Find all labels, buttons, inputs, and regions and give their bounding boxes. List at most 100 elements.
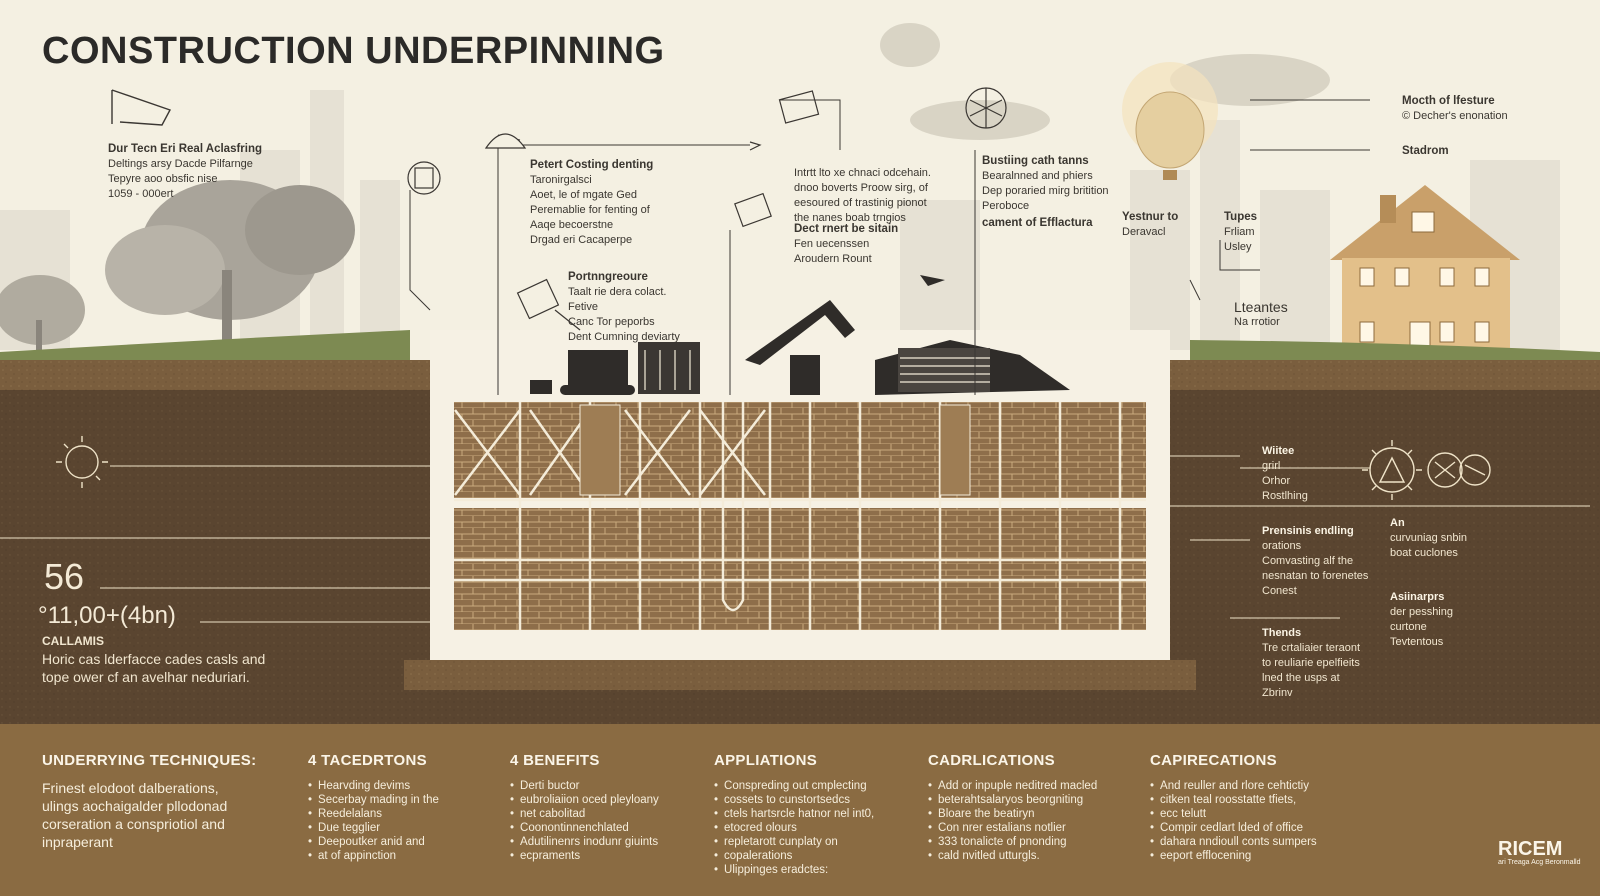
- note-line: grirl: [1262, 460, 1281, 472]
- note-line: Zbrinv: [1262, 687, 1293, 699]
- stat-label: CALLAMIS: [42, 634, 104, 648]
- note-line: Deravacl: [1122, 226, 1166, 238]
- column-heading: 4 TACEDRTONS: [308, 752, 427, 769]
- note-heading: An: [1390, 517, 1405, 529]
- note-heading: Tupes: [1224, 211, 1258, 223]
- side-note-a: Wiitee grirl Orhor Rostlhing: [1262, 444, 1352, 504]
- note-line: Comvasting alf the: [1262, 555, 1354, 567]
- balloon-illustration: [1122, 62, 1218, 180]
- column-list: Add or inpuple neditred macled beterahts…: [928, 779, 1118, 863]
- note-heading: Petert Costing denting: [530, 159, 654, 171]
- note-center-mid-2: Dect rnert be sitain Fen uecenssen Aroud…: [794, 222, 964, 267]
- side-note-b: Prensinis endling orations Comvasting al…: [1262, 524, 1412, 599]
- note-line: Frliam: [1224, 226, 1255, 238]
- note-lower-left: Portnngreoure Taalt rie dera colact. Fet…: [568, 270, 738, 345]
- note-line: © Decher's enonation: [1402, 110, 1508, 122]
- list-item: Reedelalans: [308, 807, 498, 821]
- list-item: repletarott cunplaty on: [714, 835, 904, 849]
- list-item: Adutilinenrs inodunr giuints: [510, 835, 700, 849]
- note-heading: Portnngreoure: [568, 271, 648, 283]
- foundation-lower: [454, 508, 1146, 630]
- drill-icon: [516, 278, 581, 331]
- stat-desc-line: tope ower cf an avelhar neduriari.: [42, 669, 250, 685]
- column-list: Hearvding devims Secerbay mading in the …: [308, 779, 498, 863]
- note-line: Tepyre aoo obsfic nise: [108, 173, 218, 185]
- bottom-column-1: 4 TACEDRTONS Hearvding devims Secerbay m…: [308, 752, 498, 863]
- stat-desc-line: Horic cas lderfacce cades casls and: [42, 651, 266, 667]
- note-line: curtone: [1390, 621, 1427, 633]
- note-line: Aroudern Rount: [794, 253, 872, 265]
- note-line: Dent Cumning deviarty: [568, 331, 680, 343]
- clouds: [880, 23, 1330, 140]
- page-title: CONSTRUCTION UNDERPINNING: [42, 30, 665, 72]
- bottom-column-2: 4 BENEFITS Derti buctor eubroliaiion oce…: [510, 752, 700, 863]
- note-line: 1059 - 000ert: [108, 188, 174, 200]
- intro-line: ulings aochaigalder pllodonad: [42, 798, 228, 814]
- stamp-icon: [407, 161, 441, 195]
- globe-icon: [1427, 452, 1491, 488]
- list-item: etocred olours: [714, 821, 904, 835]
- intro-body: Frinest elodoot dalberations, ulings aoc…: [42, 779, 282, 851]
- logo-subtext: ari Treaga Acg Beronmalld: [1498, 859, 1581, 866]
- list-item: Deepoutker anid and: [308, 835, 498, 849]
- list-item: cossets to cunstortsedcs: [714, 793, 904, 807]
- note-line: Peremablie for fenting of: [530, 204, 650, 216]
- list-item: Secerbay mading in the: [308, 793, 498, 807]
- callout-lines: [409, 99, 1370, 395]
- note-line: Peroboce: [982, 200, 1030, 212]
- brand-logo: RICEM ari Treaga Acg Beronmalld: [1498, 838, 1581, 866]
- note-center-right: Bustiing cath tanns Bearalnned and phier…: [982, 154, 1162, 231]
- foundation-upper: [454, 402, 1146, 498]
- note-line: nesnatan to forenetes: [1262, 570, 1369, 582]
- document-icon: [734, 90, 820, 228]
- ladder-panel: [579, 404, 621, 496]
- bottom-column-3: APPLIATIONS Conspreding out cmplecting c…: [714, 752, 904, 877]
- list-item: Con nrer estalians notlier: [928, 821, 1118, 835]
- list-item: ecpraments: [510, 849, 700, 863]
- note-line: Rostlhing: [1262, 490, 1308, 502]
- note-center-left: Petert Costing denting Taronirgalsci Aoe…: [530, 158, 730, 248]
- pit-base-soil: [404, 660, 1196, 690]
- list-item: Hearvding devims: [308, 779, 498, 793]
- list-item: ctels hartsrcle hatnor nel int0,: [714, 807, 904, 821]
- stat-mid-number: °11,00+(4bn): [38, 602, 176, 629]
- intro-line: corseration a conspriotiol and: [42, 816, 225, 832]
- column-heading: CAPIRECATIONS: [1150, 752, 1277, 769]
- note-line: Bearalnned and phiers: [982, 170, 1093, 182]
- note-heading: Wiitee: [1262, 445, 1295, 457]
- column-heading: 4 BENEFITS: [510, 752, 600, 769]
- note-line: orations: [1262, 540, 1302, 552]
- list-item: ecc telutt: [1150, 807, 1340, 821]
- note-heading: Asiinarprs: [1390, 591, 1445, 603]
- plaque-icon: [111, 89, 172, 126]
- note-top-right-2: Stadrom: [1402, 144, 1502, 159]
- note-top-right: Mocth of lfesture © Decher's enonation: [1402, 94, 1582, 124]
- list-item: at of appinction: [308, 849, 498, 863]
- note-line: to reuliarie epelfieits: [1262, 657, 1360, 669]
- note-line: Tevtentous: [1390, 636, 1444, 648]
- column-list: And reuller and rlore cehtictiy citken t…: [1150, 779, 1340, 863]
- drone-icon: [920, 275, 945, 286]
- bottom-column-5: CAPIRECATIONS And reuller and rlore ceht…: [1150, 752, 1340, 863]
- list-item: eeport efflocening: [1150, 849, 1340, 863]
- list-item: And reuller and rlore cehtictiy: [1150, 779, 1340, 793]
- note-heading: Dur Tecn Eri Real Aclasfring: [108, 143, 263, 155]
- callout-lines-soil: [0, 455, 1590, 623]
- intro-line: inpraperant: [42, 834, 113, 850]
- list-item: dahara nndioull conts sumpers: [1150, 835, 1340, 849]
- sun-icon: [56, 436, 108, 488]
- stat-big-number: 56: [44, 556, 85, 597]
- note-line: Orhor: [1262, 475, 1291, 487]
- bottom-intro: UNDERRYING TECHNIQUES: Frinest elodoot d…: [42, 752, 282, 851]
- list-item: Ulippinges eradctes:: [714, 863, 904, 877]
- intro-line: Frinest elodoot dalberations,: [42, 780, 219, 796]
- note-line: Fen uecenssen: [794, 238, 870, 250]
- note-line: Usley: [1224, 241, 1252, 253]
- list-item: Due tegglier: [308, 821, 498, 835]
- column-list: Derti buctor eubroliaiion oced pleyloany…: [510, 779, 700, 863]
- note-right-b: Tupes Frliam Usley: [1224, 210, 1294, 255]
- list-item: 333 tonalicte of pnonding: [928, 835, 1118, 849]
- note-line: eesoured of trastinig pionot: [794, 197, 927, 209]
- list-item: net cabolitad: [510, 807, 700, 821]
